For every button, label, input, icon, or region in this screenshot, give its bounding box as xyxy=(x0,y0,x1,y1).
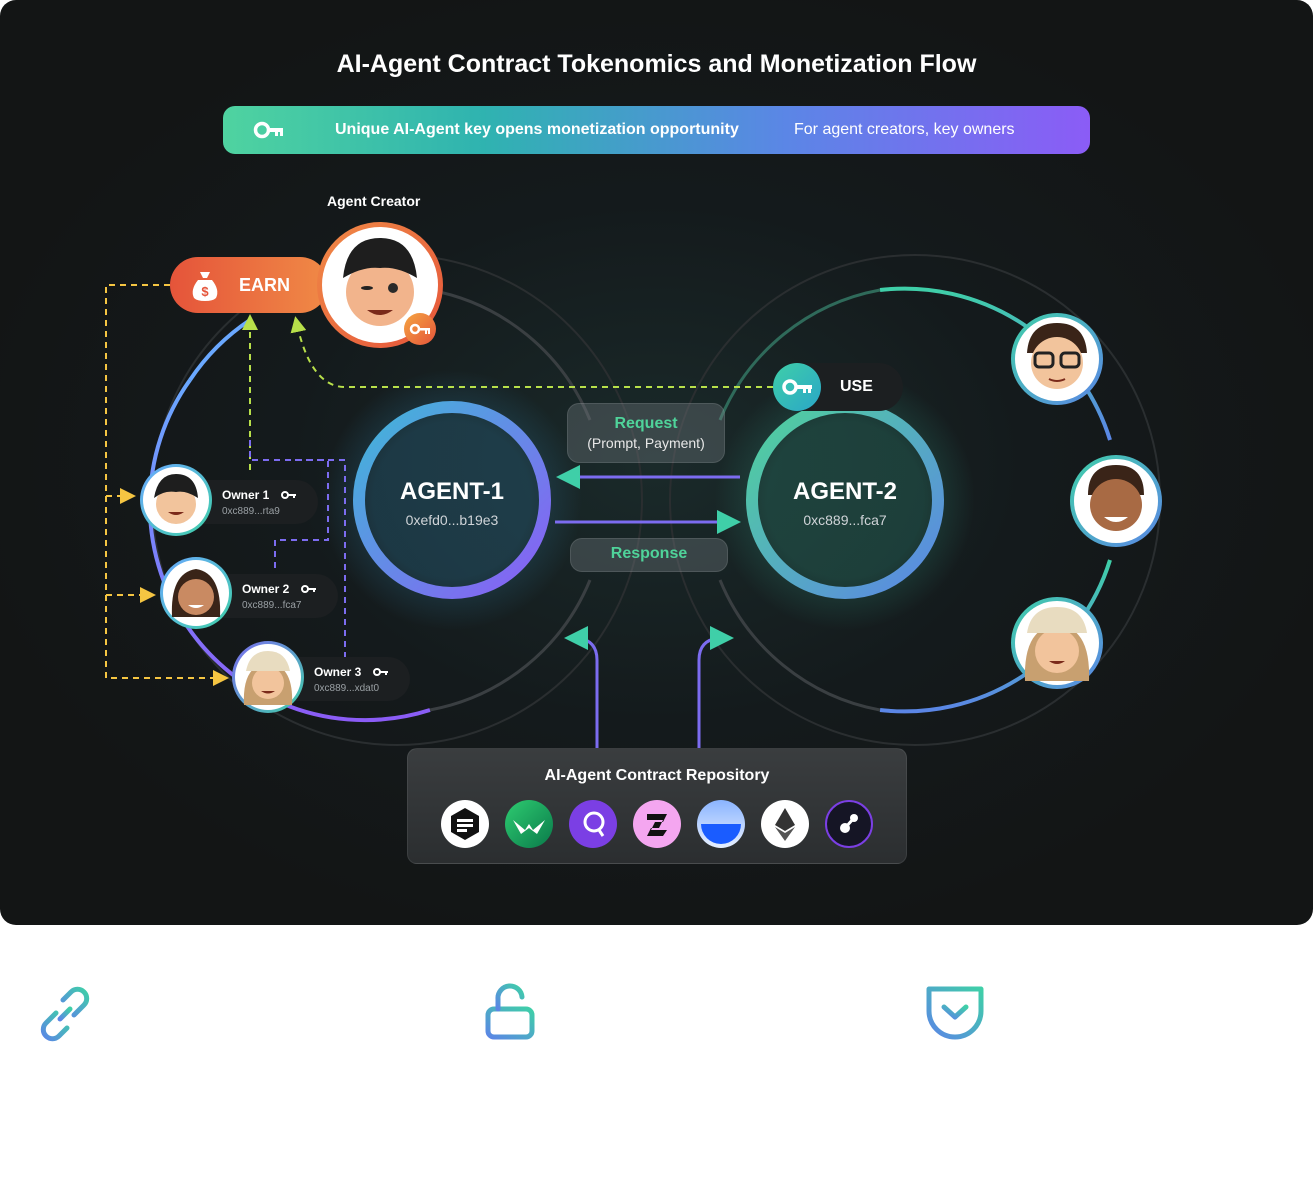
half-circle-logo-icon xyxy=(697,800,745,848)
response-pill: Response xyxy=(570,538,728,572)
key-icon xyxy=(782,379,812,395)
agent-2-address: 0xc889...fca7 xyxy=(803,512,887,528)
key-icon xyxy=(373,668,388,676)
ethereum-icon xyxy=(761,800,809,848)
use-key-circle xyxy=(773,363,821,411)
earn-label: EARN xyxy=(239,275,291,295)
key-icon xyxy=(301,585,316,593)
diagram-title: AI-Agent Contract Tokenomics and Monetiz… xyxy=(336,50,977,78)
node-logo-icon xyxy=(825,800,873,848)
agent-creator-avatar xyxy=(317,222,443,348)
response-title: Response xyxy=(610,545,688,562)
pocket-icon xyxy=(926,986,984,1040)
key-icon xyxy=(253,121,283,139)
use-badge: USE xyxy=(773,363,903,411)
key-banner: Unique AI-Agent key opens monetization o… xyxy=(223,106,1090,154)
owner-3-address: 0xc889...xdat0 xyxy=(314,683,380,694)
svg-text:$: $ xyxy=(201,284,209,299)
agent-creator-label: Agent Creator xyxy=(327,193,421,209)
contract-repository: AI-Agent Contract Repository xyxy=(407,748,907,864)
diagram-panel: AI-Agent Contract Tokenomics and Monetiz… xyxy=(0,0,1313,925)
banner-sub-text: For agent creators, key owners xyxy=(794,121,1015,138)
wing-logo-icon xyxy=(505,800,553,848)
repository-title: AI-Agent Contract Repository xyxy=(544,767,770,784)
agent-1-address: 0xefd0...b19e3 xyxy=(405,512,499,528)
request-subtitle: (Prompt, Payment) xyxy=(587,435,705,451)
owner-1-name: Owner 1 xyxy=(222,488,270,502)
money-bag-icon: $ xyxy=(192,272,218,301)
owner-1-avatar xyxy=(140,464,212,536)
use-label: USE xyxy=(840,378,873,395)
ribbon-logo-icon xyxy=(633,800,681,848)
owner-2-name: Owner 2 xyxy=(242,582,290,596)
user-avatar-3 xyxy=(1011,597,1103,689)
key-icon xyxy=(409,323,430,335)
banner-main-text: Unique AI-Agent key opens monetization o… xyxy=(335,121,739,138)
link-icon xyxy=(40,986,90,1042)
owner-3-avatar xyxy=(232,641,304,713)
request-title: Request xyxy=(614,415,678,432)
key-icon xyxy=(281,491,296,499)
ring-logo-icon xyxy=(569,800,617,848)
agent-2-name: AGENT-2 xyxy=(792,478,897,505)
unlock-icon xyxy=(485,983,535,1040)
earn-badge: $ EARN xyxy=(170,257,328,313)
owner-1-address: 0xc889...rta9 xyxy=(222,506,280,517)
owner-2-address: 0xc889...fca7 xyxy=(242,600,302,611)
agent-1-name: AGENT-1 xyxy=(399,478,504,505)
user-avatar-2 xyxy=(1070,455,1162,547)
creator-face-icon xyxy=(322,227,438,343)
hexagon-logo-icon xyxy=(441,800,489,848)
request-pill: Request (Prompt, Payment) xyxy=(567,403,725,463)
creator-key-badge xyxy=(404,313,436,345)
user-avatar-1 xyxy=(1011,313,1103,405)
owner-2-avatar xyxy=(160,557,232,629)
owner-3-name: Owner 3 xyxy=(314,665,362,679)
